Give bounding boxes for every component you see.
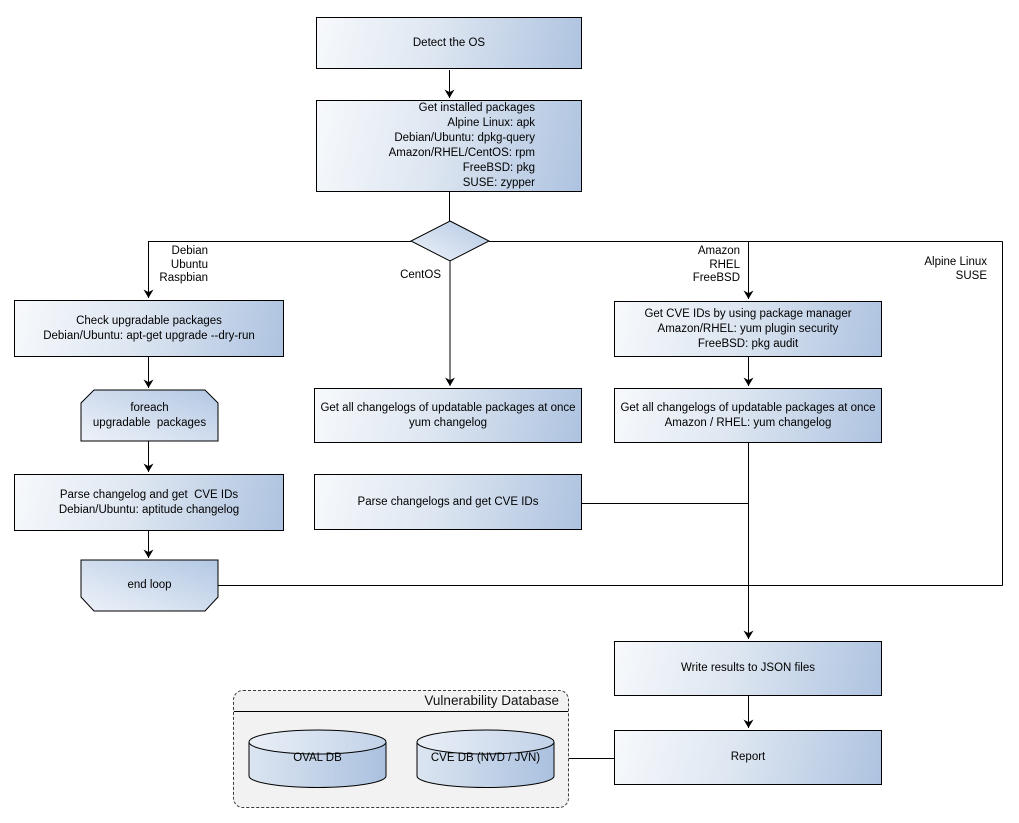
branch-label-centos: CentOS xyxy=(341,269,441,283)
branch-label-line: SUSE xyxy=(955,269,987,282)
node-text: Get installed packages xyxy=(418,102,535,114)
end-loop-shape xyxy=(80,559,219,612)
node-report: Report xyxy=(614,730,882,785)
node-text: yum changelog xyxy=(409,416,487,429)
node-text: FreeBSD: pkg audit xyxy=(697,337,799,350)
vulnerability-database-panel: Vulnerability Database xyxy=(233,690,569,808)
branch-label-line: CentOS xyxy=(400,269,441,281)
branch-label-alpine-suse: Alpine Linux SUSE xyxy=(887,256,987,283)
branch-label-line: Amazon xyxy=(697,245,740,257)
node-get-installed-packages: Get installed packages Alpine Linux: apk… xyxy=(316,100,582,192)
node-get-changelogs-centos: Get all changelogs of updatable packages… xyxy=(314,388,582,443)
node-text: end loop xyxy=(127,579,172,591)
branch-label-line: Alpine Linux xyxy=(924,256,987,268)
node-check-upgradable-packages: Check upgradable packages Debian/Ubuntu:… xyxy=(14,300,284,357)
branch-label-line: Debian xyxy=(171,245,208,257)
branch-label-line: FreeBSD xyxy=(692,272,740,284)
node-text: Get all changelogs of updatable packages… xyxy=(620,401,876,414)
node-text: foreach xyxy=(130,401,169,414)
node-text: Debian/Ubuntu: apt-get upgrade --dry-run xyxy=(43,329,255,342)
node-parse-changelog-debian: Parse changelog and get CVE IDs Debian/U… xyxy=(14,474,284,531)
node-parse-changelogs-centos: Parse changelogs and get CVE IDs xyxy=(314,474,582,530)
node-text: upgradable packages xyxy=(92,416,207,429)
vulnerability-database-title: Vulnerability Database xyxy=(234,691,568,712)
node-text: Amazon/RHEL: yum plugin security xyxy=(657,322,839,335)
node-text: Parse changelog and get CVE IDs xyxy=(59,488,239,501)
node-text: Amazon / RHEL: yum changelog xyxy=(664,416,832,429)
branch-label-line: Ubuntu xyxy=(170,258,208,271)
node-get-cve-ids-package-manager: Get CVE IDs by using package manager Ama… xyxy=(614,301,882,357)
node-text: Write results to JSON files xyxy=(681,662,815,674)
node-text: Check upgradable packages xyxy=(76,314,222,327)
node-text: FreeBSD: pkg xyxy=(462,162,535,174)
node-text: Get CVE IDs by using package manager xyxy=(644,307,852,320)
node-text: Get all changelogs of updatable packages… xyxy=(320,401,576,414)
branch-label-amazon-rhel-freebsd: Amazon RHEL FreeBSD xyxy=(640,245,740,286)
node-text: Report xyxy=(730,751,766,763)
branch-label-debian: Debian Ubuntu Raspbian xyxy=(108,245,208,286)
os-decision-diamond xyxy=(409,220,491,262)
node-end-loop: end loop xyxy=(81,560,218,611)
node-detect-os: Detect the OS xyxy=(316,17,582,69)
node-text: Parse changelogs and get CVE IDs xyxy=(357,495,539,508)
node-write-results-json: Write results to JSON files xyxy=(614,641,882,696)
branch-label-line: Raspbian xyxy=(159,272,208,284)
node-text: Debian/Ubuntu: aptitude changelog xyxy=(58,503,240,516)
node-text: SUSE: zypper xyxy=(462,177,535,189)
node-text: Detect the OS xyxy=(412,36,486,49)
foreach-shape xyxy=(80,389,219,442)
node-text: Alpine Linux: apk xyxy=(447,117,535,129)
node-get-changelogs-amazon-rhel: Get all changelogs of updatable packages… xyxy=(614,388,882,443)
node-text: Amazon/RHEL/CentOS: rpm xyxy=(388,147,535,159)
branch-label-line: RHEL xyxy=(709,258,740,271)
node-text: Debian/Ubuntu: dpkg-query xyxy=(394,132,535,144)
node-foreach-upgradable-packages: foreach upgradable packages xyxy=(81,390,218,441)
